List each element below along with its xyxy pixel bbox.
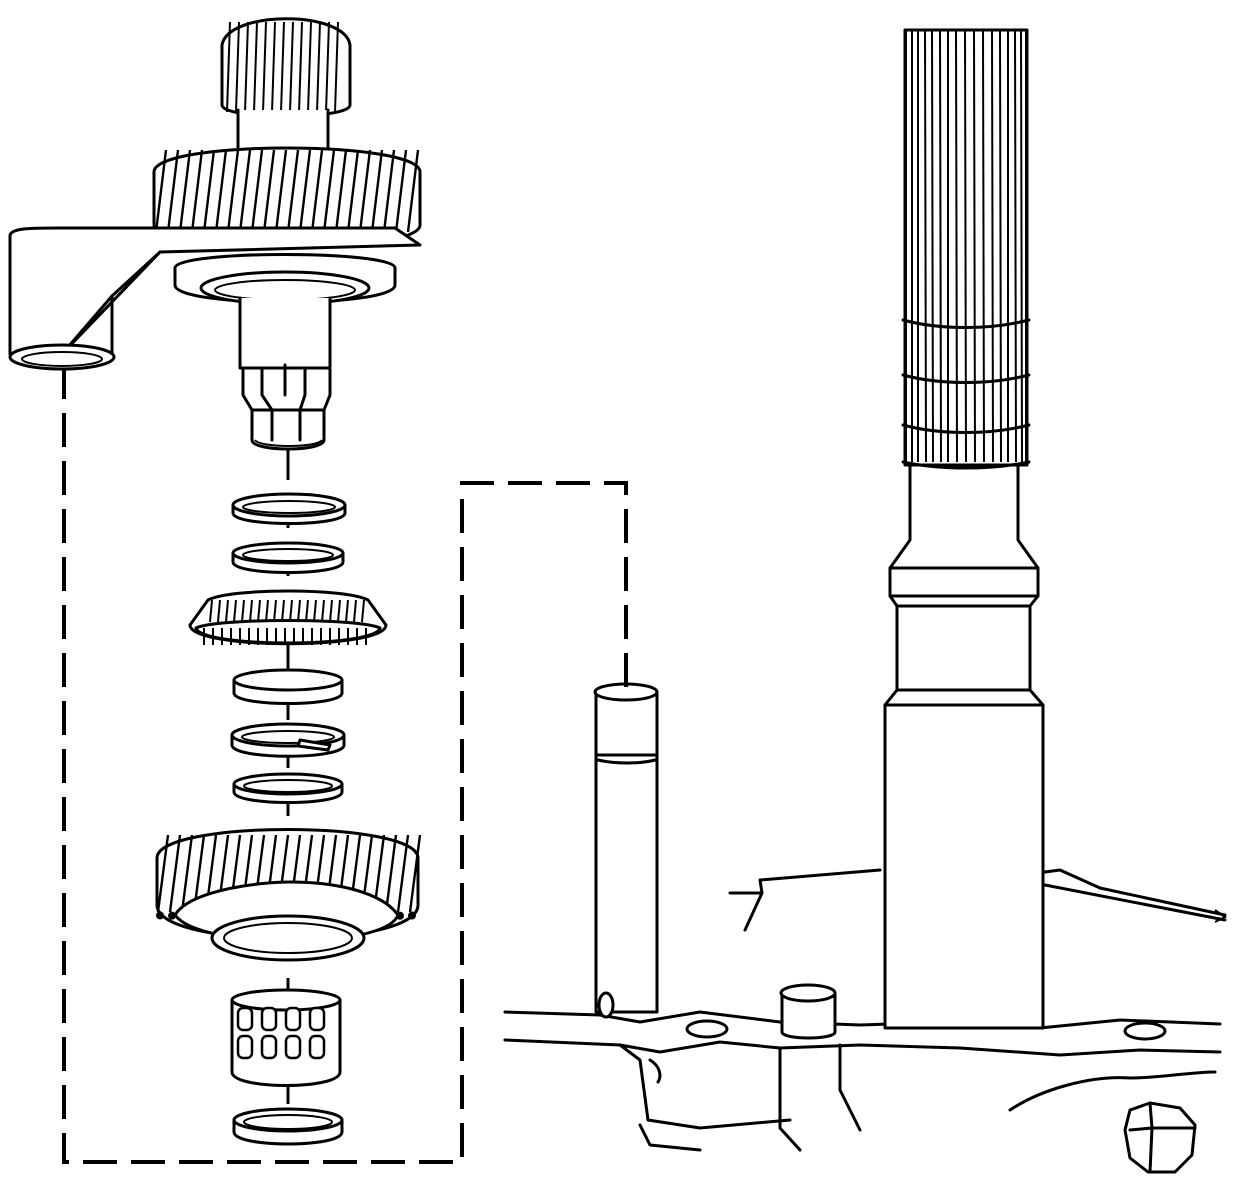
snap-ring-lower — [232, 772, 344, 804]
helical-gear-lower — [155, 828, 422, 962]
washer-upper-1 — [231, 492, 347, 525]
thrust-washer-bottom — [232, 1107, 344, 1146]
shaft-splines — [905, 29, 1027, 463]
transmission-case — [503, 868, 1227, 1152]
snap-ring-middle — [230, 722, 346, 758]
tapered-roller-bearing — [188, 589, 388, 646]
spacer-ring — [232, 668, 344, 705]
drive-gear-assembly — [8, 17, 422, 451]
hex-bolt — [1123, 1101, 1197, 1174]
needle-bearing — [230, 988, 342, 1087]
dowel-pin — [779, 983, 837, 1040]
washer-upper-2 — [231, 541, 345, 574]
installer-tube — [593, 682, 659, 1019]
main-shaft — [883, 28, 1045, 1030]
